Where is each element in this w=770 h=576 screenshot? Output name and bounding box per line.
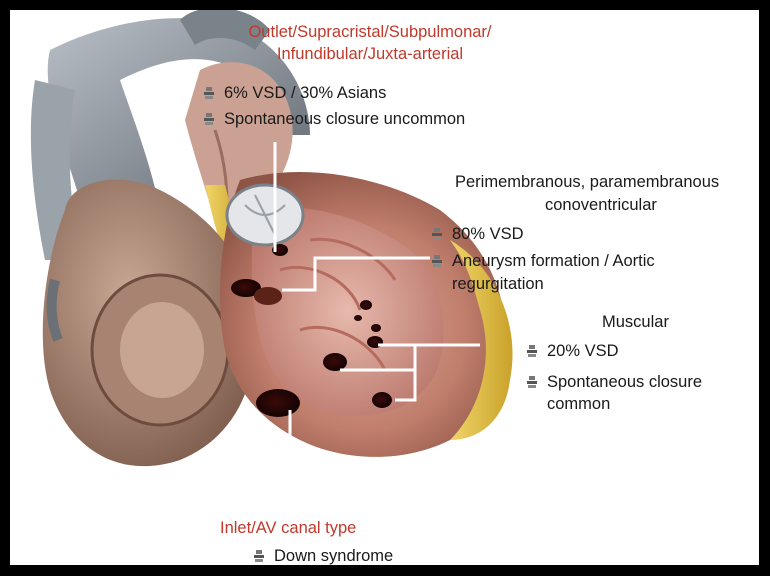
perimembranous-bullet-1: 80% VSD [430,224,524,244]
bullet-icon [525,344,539,358]
inlet-title: Inlet/AV canal type [220,518,356,538]
perimembranous-title-line1: Perimembranous, paramembranous [455,172,719,192]
muscular-bullet-1-text: 20% VSD [547,342,619,360]
bullet-icon [252,549,266,563]
inlet-bullet-1: Down syndrome [252,546,393,565]
muscular-bullet-2: Spontaneous closure [525,372,702,392]
pulmonary-valve [227,185,303,245]
outlet-title-line2: Infundibular/Juxta-arterial [205,44,535,64]
outlet-bullet-2-text: Spontaneous closure uncommon [224,110,465,128]
muscular-bullet-1: 20% VSD [525,341,619,361]
perimembranous-bullet-2: Aneurysm formation / Aortic [430,251,655,271]
outlet-bullet-1-text: 6% VSD / 30% Asians [224,84,386,102]
muscular-bullet-2-text: Spontaneous closure [547,373,702,391]
outlet-bullet-2: Spontaneous closure uncommon [202,109,465,129]
bullet-icon [430,254,444,268]
bullet-icon [202,112,216,126]
outlet-title-line1: Outlet/Supracristal/Subpulmonar/ [205,22,535,42]
inlet-bullet-1-text: Down syndrome [274,547,393,565]
bullet-icon [202,86,216,100]
perimembranous-bullet-2-text: Aneurysm formation / Aortic [452,252,655,270]
diagram-frame: Outlet/Supracristal/Subpulmonar/ Infundi… [10,10,759,565]
bullet-icon [430,227,444,241]
perimembranous-bullet-1-text: 80% VSD [452,225,524,243]
muscular-bullet-2-cont: common [547,394,610,414]
perimembranous-bullet-2-cont: regurgitation [452,274,544,294]
perimembranous-title-line2: conoventricular [545,195,657,215]
muscular-title: Muscular [602,312,669,332]
outlet-bullet-1: 6% VSD / 30% Asians [202,83,386,103]
bullet-icon [525,375,539,389]
